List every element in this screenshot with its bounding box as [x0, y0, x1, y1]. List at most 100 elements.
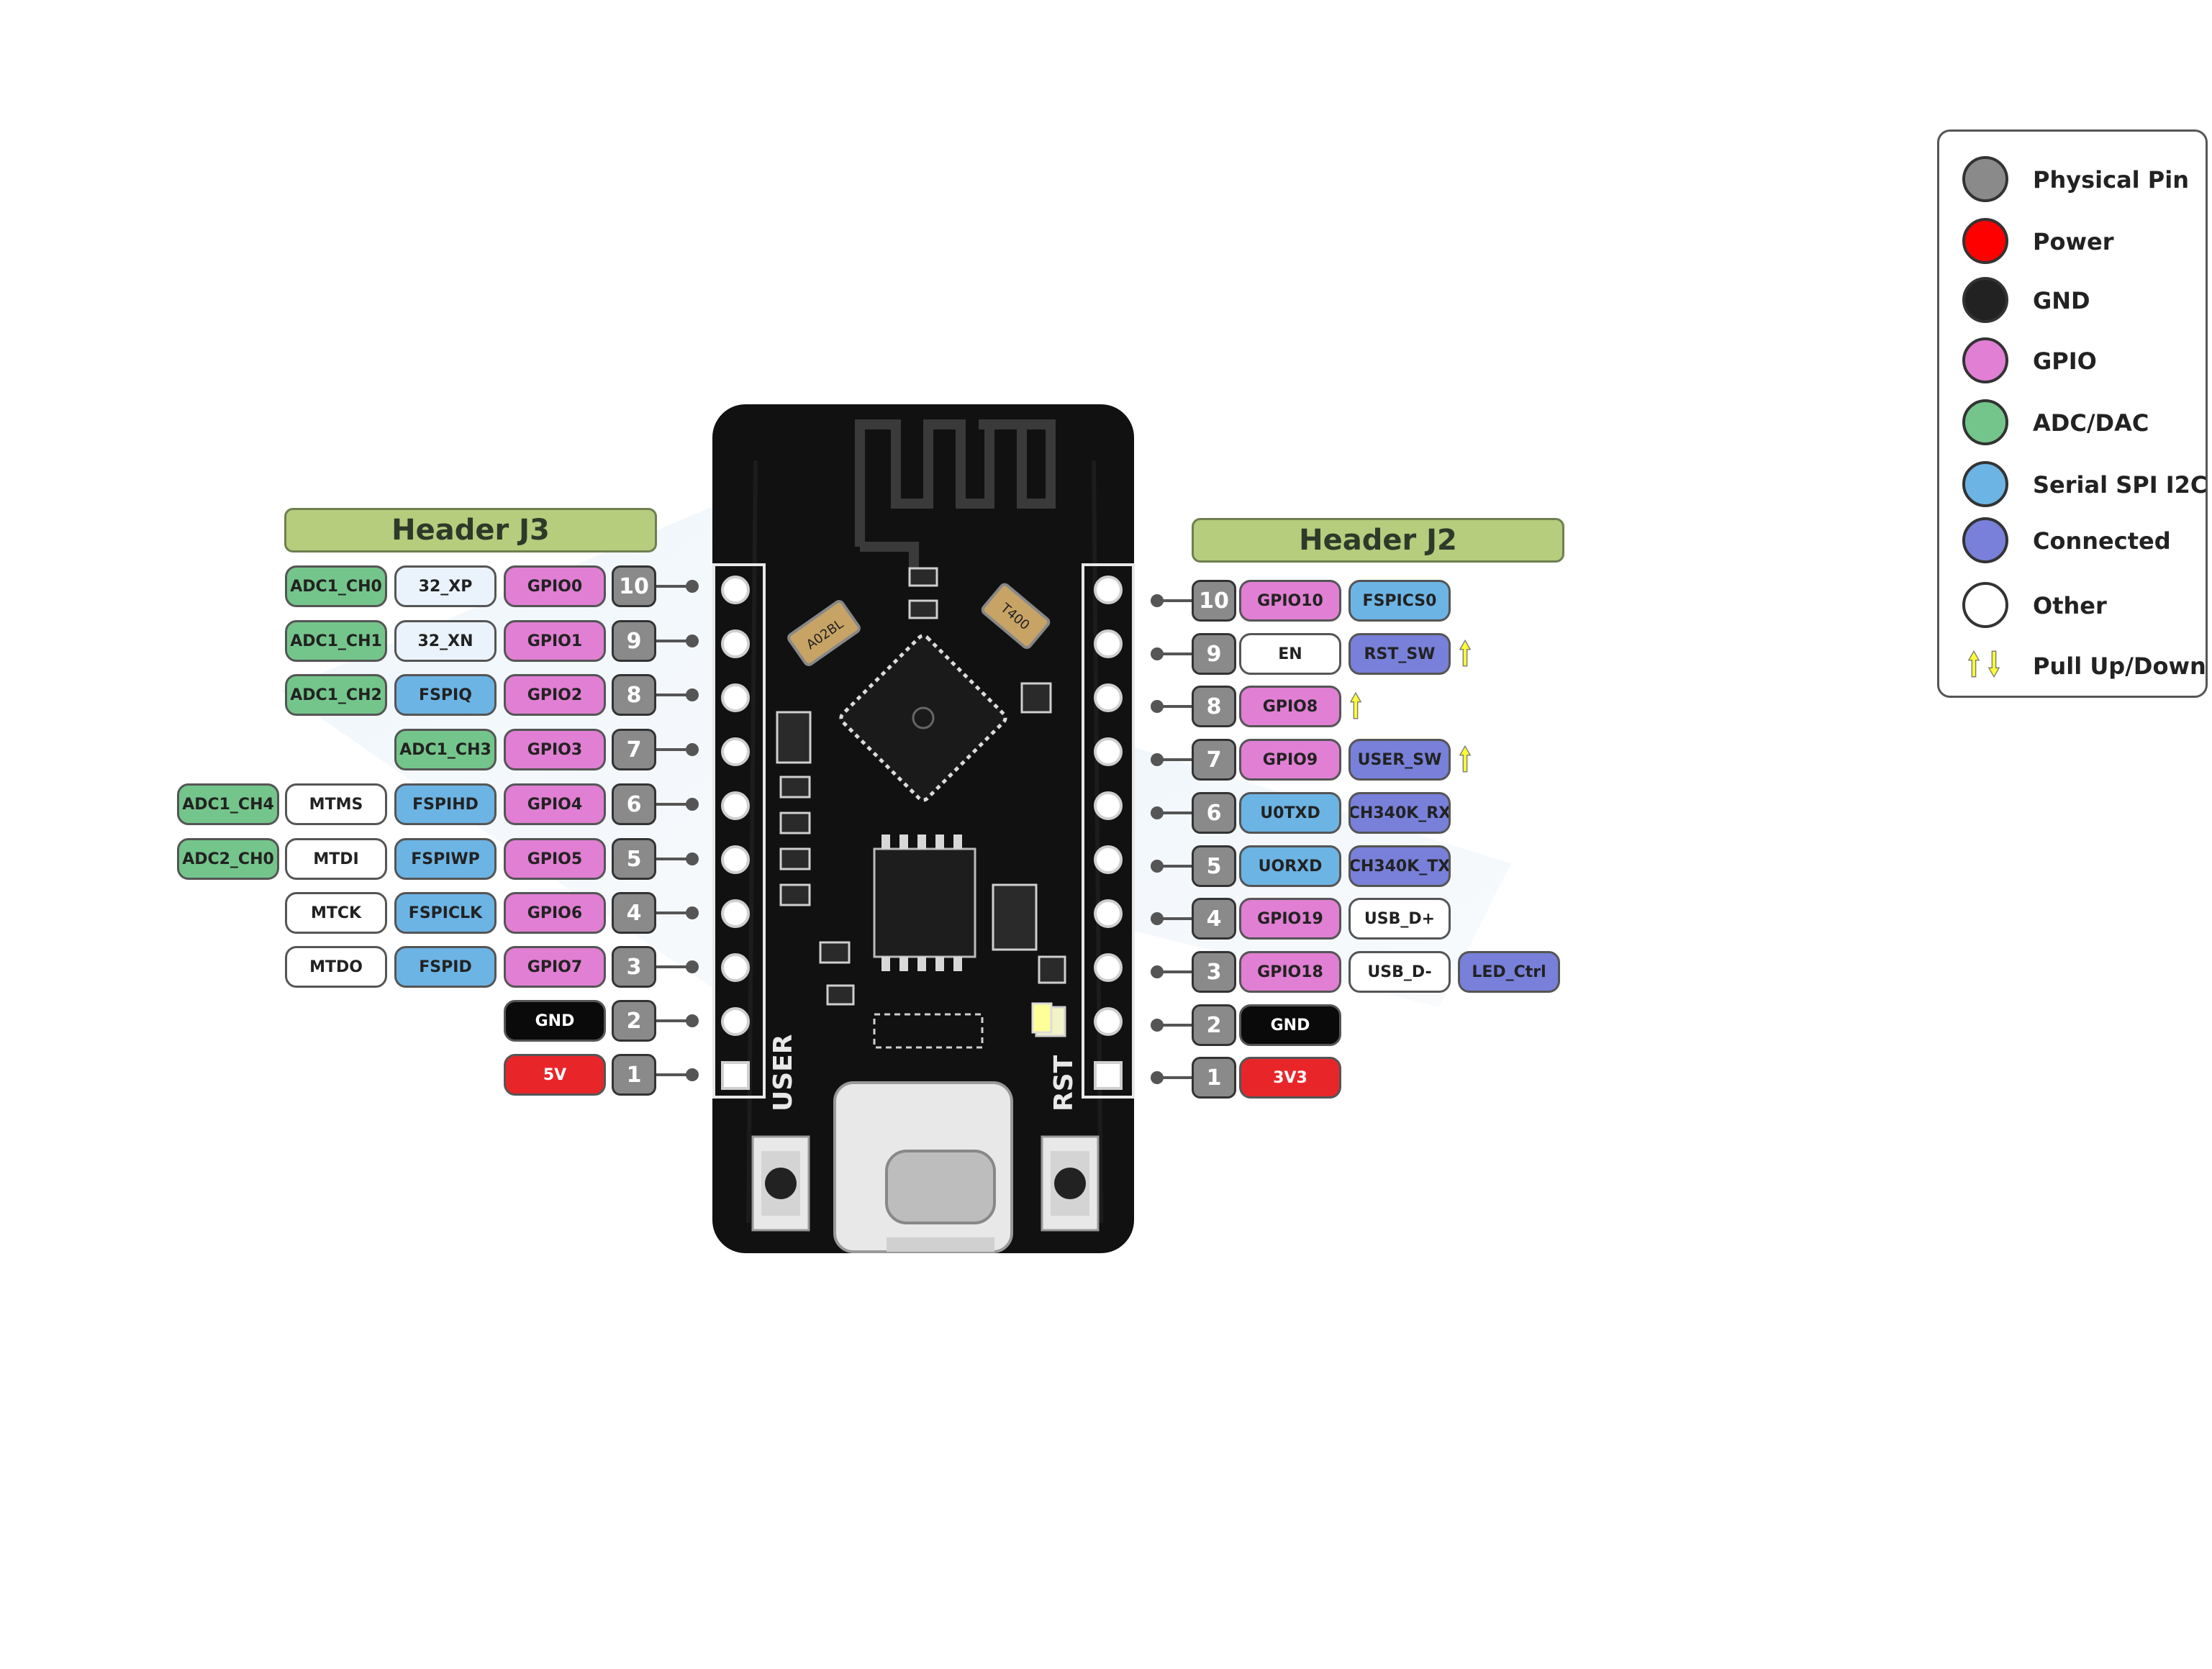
- pin-label-fspiclk: FSPICLK: [394, 892, 497, 934]
- legend-label: Power: [2033, 228, 2114, 255]
- legend-item-physical-pin: Physical Pin: [1939, 150, 2206, 208]
- pin-label-gpio6: GPIO6: [504, 892, 606, 934]
- legend-item-gnd: GND: [1939, 271, 2206, 329]
- esp32-chip: [839, 634, 1007, 802]
- pin-label-ch340k-rx: CH340K_RX: [1348, 792, 1451, 834]
- usb-c-connector: [833, 1081, 1013, 1253]
- pin-label-mtdi: MTDI: [285, 838, 387, 880]
- pin-lead-dot: [686, 798, 699, 811]
- pin-lead-dot: [1151, 753, 1164, 766]
- j3-pin-number: 7: [612, 729, 656, 770]
- pin-label-usb-d: USB_D+: [1348, 898, 1451, 940]
- legend-label: Physical Pin: [2033, 166, 2189, 194]
- gnd-swatch: [1962, 277, 2008, 323]
- pin-label-led-ctrl: LED_Ctrl: [1458, 951, 1560, 993]
- j3-pin-number: 6: [612, 783, 656, 825]
- pin-label-3v3: 3V3: [1239, 1057, 1341, 1099]
- pin-lead-dot: [686, 688, 699, 701]
- led: [1031, 1002, 1053, 1034]
- pin-label-mtck: MTCK: [285, 892, 387, 934]
- pin-lead-dot: [686, 906, 699, 919]
- legend-label: ADC/DAC: [2033, 409, 2149, 437]
- pin-label-fspid: FSPID: [394, 946, 497, 988]
- legend-label: GND: [2033, 287, 2090, 314]
- left-header-frame: [712, 563, 766, 1099]
- pin-label-adc1-ch0: ADC1_CH0: [285, 565, 387, 607]
- right-header-frame: [1082, 563, 1135, 1099]
- pull-up-arrow-icon: [1968, 650, 1980, 678]
- rst-button: [1041, 1135, 1100, 1232]
- physical-pin-swatch: [1962, 156, 2008, 202]
- rst-silkscreen-label: RST: [1049, 1055, 1079, 1111]
- pin-lead-dot: [1151, 806, 1164, 819]
- pin-label-u0txd: U0TXD: [1239, 792, 1341, 834]
- pin-label-adc1-ch4: ADC1_CH4: [177, 783, 279, 825]
- legend-item-other: Other: [1939, 576, 2206, 634]
- j3-pin-number: 8: [612, 674, 656, 716]
- j2-pin-number: 1: [1192, 1057, 1236, 1099]
- pin-label-gpio0: GPIO0: [504, 565, 606, 607]
- pin-lead-dot: [1151, 912, 1164, 925]
- legend-label: Serial SPI I2C: [2033, 471, 2208, 499]
- j3-pin-number: 9: [612, 620, 656, 662]
- pin-leads: [656, 580, 1192, 1084]
- pin-label-gpio9: GPIO9: [1239, 739, 1341, 781]
- legend-item-connected: Connected: [1939, 511, 2206, 569]
- pin-label-adc2-ch0: ADC2_CH0: [177, 838, 279, 880]
- j3-pin-number: 1: [612, 1054, 656, 1096]
- right-pin-holes: [1094, 576, 1123, 1090]
- pin-label-gpio7: GPIO7: [504, 946, 606, 988]
- j2-pin-number: 10: [1192, 580, 1236, 622]
- pin-label-32-xn: 32_XN: [394, 620, 497, 662]
- header-j3-title: Header J3: [284, 508, 657, 552]
- pin-lead-dot: [686, 635, 699, 647]
- pin-label-usb-d: USB_D-: [1348, 951, 1451, 993]
- pin-label-gpio18: GPIO18: [1239, 951, 1341, 993]
- ch340-chip: [873, 847, 976, 958]
- pin-lead-dot: [1151, 594, 1164, 607]
- power-swatch: [1962, 218, 2008, 264]
- j2-pin-number: 9: [1192, 633, 1236, 675]
- pin-lead-dot: [686, 1068, 699, 1081]
- pin-label-fspiwp: FSPIWP: [394, 838, 497, 880]
- j2-pin-number: 8: [1192, 686, 1236, 727]
- pull-down-arrow-icon: [1988, 650, 2000, 678]
- crystal-b: T400: [981, 583, 1051, 649]
- j3-pin-number: 5: [612, 838, 656, 880]
- pin-label-gpio4: GPIO4: [504, 783, 606, 825]
- j3-pin-number: 3: [612, 946, 656, 988]
- pin-label-5v: 5V: [504, 1054, 606, 1096]
- ch340-pins: [881, 834, 962, 971]
- pin-label-32-xp: 32_XP: [394, 565, 497, 607]
- other-swatch: [1962, 582, 2008, 628]
- legend-item-power: Power: [1939, 212, 2206, 270]
- legend-item-pull-up-down: Pull Up/Down: [1939, 637, 2206, 694]
- pin-label-uorxd: UORXD: [1239, 845, 1341, 887]
- pin-lead-dot: [686, 1014, 699, 1027]
- j2-pin-number: 2: [1192, 1004, 1236, 1046]
- pin-label-gpio3: GPIO3: [504, 729, 606, 770]
- pin-lead-dot: [686, 743, 699, 756]
- pin-label-gpio5: GPIO5: [504, 838, 606, 880]
- connected-swatch: [1962, 517, 2008, 563]
- pin-lead-dot: [1151, 647, 1164, 660]
- pin-label-mtms: MTMS: [285, 783, 387, 825]
- j3-pin-number: 4: [612, 892, 656, 934]
- pin-label-adc1-ch2: ADC1_CH2: [285, 674, 387, 716]
- pin-label-user-sw: USER_SW: [1348, 739, 1451, 781]
- pin-lead-dot: [686, 960, 699, 973]
- j3-pin-number: 10: [612, 565, 656, 607]
- pull-up-arrow-icon: [1459, 639, 1471, 667]
- legend-label: Other: [2033, 592, 2107, 619]
- pin-lead-dot: [1151, 700, 1164, 713]
- pull-up-arrow-icon: [1350, 691, 1361, 719]
- pin-label-mtdo: MTDO: [285, 946, 387, 988]
- adc-dac-swatch: [1962, 399, 2008, 445]
- j2-pin-number: 3: [1192, 951, 1236, 993]
- legend-item-serial-spi-i2c: Serial SPI I2C: [1939, 455, 2208, 513]
- serial-swatch: [1962, 461, 2008, 507]
- pin-label-gpio1: GPIO1: [504, 620, 606, 662]
- pull-up-arrow-icon: [1459, 745, 1471, 773]
